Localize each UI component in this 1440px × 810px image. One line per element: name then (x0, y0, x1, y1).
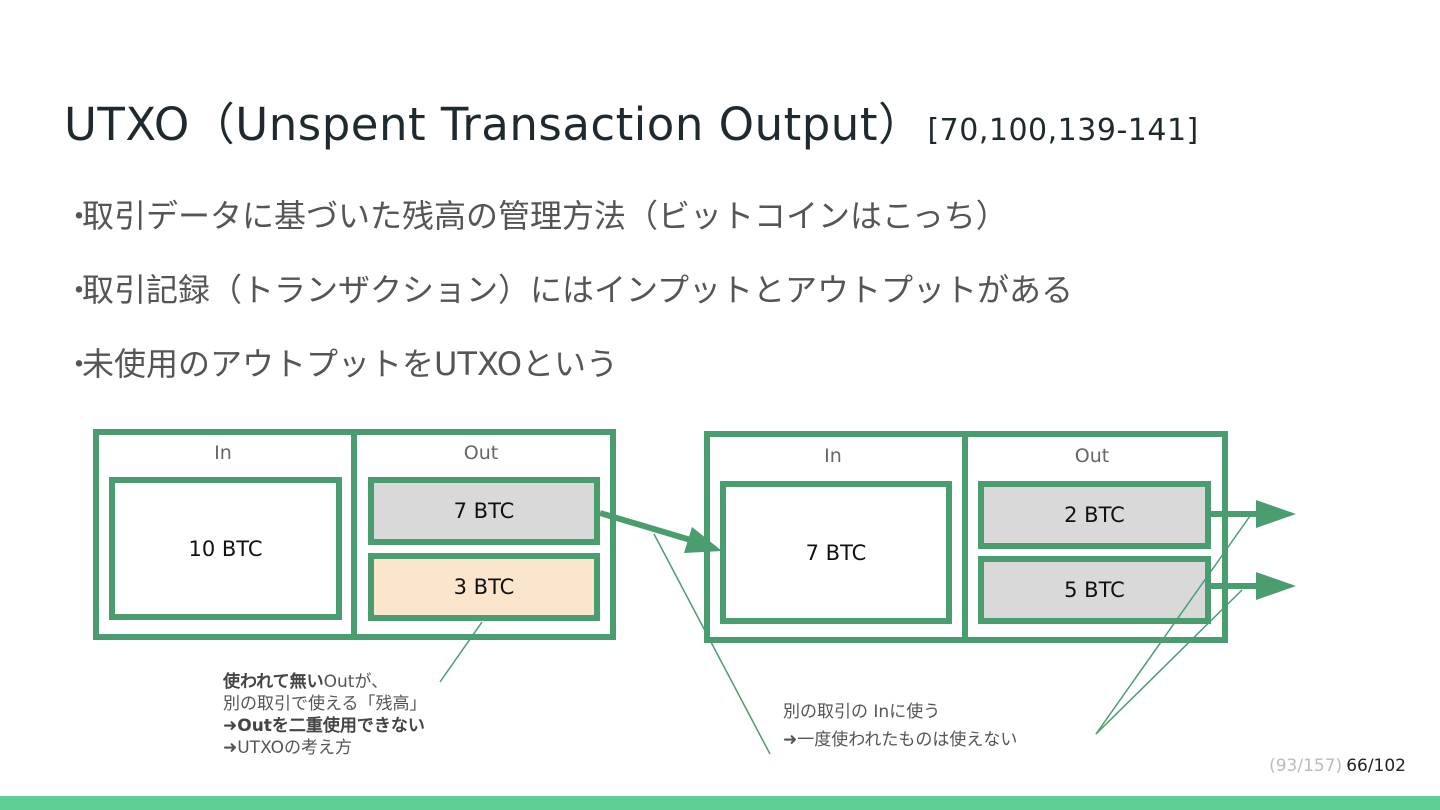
note-right-line2: ➜一度使われたものは使えない (783, 730, 1018, 750)
tx1-in-header: In (214, 442, 232, 464)
bullet-text: 取引記録（トランザクション）にはインプットとアウトプットがある (82, 271, 1074, 309)
footer-bar (0, 796, 1440, 810)
bullet-list: ・取引データに基づいた残高の管理方法（ビットコインはこっち） ・取引記録（トラン… (64, 194, 1073, 416)
page-number: (93/157)66/102 (1269, 756, 1406, 776)
spend-arrow-shaft (599, 510, 695, 544)
bullet-text: 取引データに基づいた残高の管理方法（ビットコインはこっち） (82, 197, 1008, 235)
note-right-line1: 別の取引の Inに使う (783, 702, 941, 722)
transaction-1-divider (351, 432, 357, 637)
note-left-line1-bold: 使われて無い (223, 672, 324, 692)
bullet-item: ・未使用のアウトプットをUTXOという (64, 342, 1073, 416)
output-arrow-head-2 (1256, 572, 1296, 600)
tx2-in-header: In (824, 445, 842, 467)
page-total: (93/157) (1269, 756, 1343, 776)
tx1-input-cell: 10 BTC (109, 477, 342, 620)
slide-title: UTXO（Unspent Transaction Output）[70,100,… (64, 88, 1199, 153)
callout-line-middle (653, 533, 771, 755)
tx1-out-header: Out (463, 442, 499, 464)
title-refs: [70,100,139-141] (927, 113, 1199, 148)
tx1-output-cell-1: 7 BTC (368, 477, 600, 545)
tx2-output-cell-2: 5 BTC (978, 556, 1211, 624)
page-current: 66/102 (1346, 756, 1406, 776)
title-text: UTXO（Unspent Transaction Output） (64, 98, 924, 151)
note-left-line4: ➜UTXOの考え方 (223, 738, 353, 758)
note-left-line3: ➜Outを二重使用できない (223, 716, 425, 736)
spend-arrow-head (684, 527, 722, 553)
bullet-item: ・取引記録（トランザクション）にはインプットとアウトプットがある (64, 268, 1073, 342)
transaction-2-divider (962, 434, 968, 640)
tx1-output-cell-2: 3 BTC (368, 553, 600, 621)
bullet-item: ・取引データに基づいた残高の管理方法（ビットコインはこっち） (64, 194, 1073, 268)
note-spent-input: 別の取引の Inに使う ➜一度使われたものは使えない (783, 698, 1017, 754)
callout-line-right-2 (1095, 589, 1243, 735)
bullet-text: 未使用のアウトプットをUTXOという (82, 345, 619, 383)
note-left-line1-rest: Outが、 (323, 672, 389, 692)
callout-line-right-1 (1095, 515, 1251, 735)
tx2-out-header: Out (1074, 445, 1110, 467)
note-left-line2: 別の取引で使える「残高」 (223, 694, 427, 714)
tx2-output-cell-1: 2 BTC (978, 481, 1211, 549)
note-unspent-output: 使われて無いOutが、 別の取引で使える「残高」 ➜Outを二重使用できない ➜… (223, 671, 427, 759)
callout-line-left (439, 621, 483, 683)
output-arrow-head-1 (1256, 500, 1296, 528)
tx2-input-cell: 7 BTC (720, 481, 952, 624)
